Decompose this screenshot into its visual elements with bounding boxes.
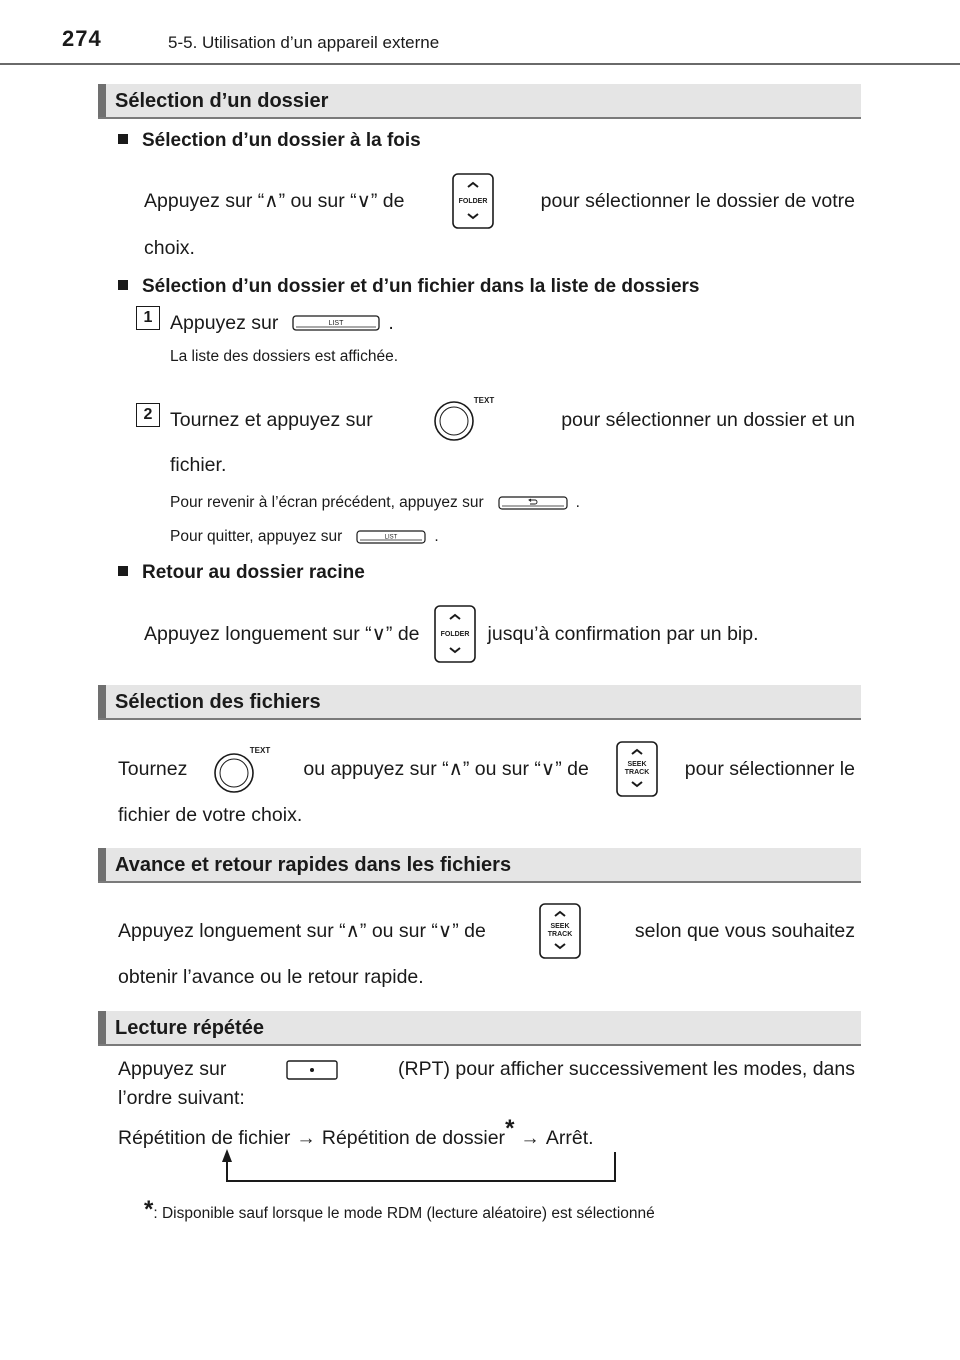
section-bar-repeat: Lecture répétée (98, 1011, 861, 1046)
paragraph: Appuyez longuement sur “∨” de FOLDER jus… (144, 604, 759, 664)
note-quit: Pour quitter, appuyez sur LIST . (170, 528, 439, 545)
bullet-square-icon (118, 134, 128, 144)
svg-text:TRACK: TRACK (625, 769, 650, 776)
step-number-1: 1 (136, 306, 160, 330)
subheading-root-folder: Retour au dossier racine (118, 562, 365, 584)
svg-text:TRACK: TRACK (548, 931, 573, 938)
paragraph: Tournez TEXT ou appuyez sur “∧” ou sur “… (118, 740, 855, 798)
step-1-text: Appuyez sur LIST . (170, 311, 394, 334)
folder-button-icon: FOLDER (450, 172, 496, 230)
page-number: 274 (62, 26, 102, 51)
section-bar-folder: Sélection d’un dossier (98, 84, 861, 119)
subheading-one-folder: Sélection d’un dossier à la fois (118, 130, 421, 152)
svg-text:TEXT: TEXT (250, 746, 271, 755)
rpt-button-icon (286, 1057, 338, 1081)
paragraph-continued: fichier de votre choix. (118, 804, 303, 826)
svg-text:LIST: LIST (329, 320, 345, 327)
section-title: Sélection des fichiers (115, 691, 321, 713)
subheading-folder-list: Sélection d’un dossier et d’un fichier d… (118, 276, 700, 298)
text-knob-icon: TEXT (432, 394, 502, 446)
section-bar-fast: Avance et retour rapides dans les fichie… (98, 848, 861, 883)
step-2-text-continued: fichier. (170, 454, 227, 476)
paragraph-continued: choix. (144, 237, 195, 259)
repeat-sequence: Répétition de fichier → Répétition de do… (118, 1115, 594, 1149)
header-rule (0, 63, 960, 65)
arrow-right-icon: → (296, 1126, 316, 1149)
footnote: * : Disponible sauf lorsque le mode RDM … (144, 1196, 655, 1223)
svg-text:TEXT: TEXT (474, 396, 495, 405)
svg-text:FOLDER: FOLDER (440, 631, 469, 638)
svg-text:SEEK: SEEK (627, 761, 646, 768)
folder-button-icon: FOLDER (432, 604, 478, 664)
arrow-right-icon: → (520, 1126, 540, 1149)
svg-text:FOLDER: FOLDER (458, 198, 487, 205)
note-back: Pour revenir à l’écran précédent, appuye… (170, 494, 580, 511)
text-knob-icon: TEXT (212, 741, 278, 797)
loop-back-arrow-icon (218, 1148, 618, 1188)
section-title: Sélection d’un dossier (115, 90, 329, 112)
section-bar-files: Sélection des fichiers (98, 685, 861, 720)
bullet-square-icon (118, 566, 128, 576)
footnote-marker: * (505, 1115, 515, 1142)
running-title: 5-5. Utilisation d’un appareil externe (168, 33, 440, 52)
list-button-icon: LIST (292, 314, 381, 332)
footnote-marker: * (144, 1196, 154, 1223)
seek-track-button-icon: SEEK TRACK (537, 902, 583, 960)
paragraph: Appuyez sur (RPT) pour afficher successi… (118, 1057, 855, 1081)
step-number-2: 2 (136, 403, 160, 427)
list-button-icon: LIST (356, 529, 426, 545)
paragraph-continued: obtenir l’avance ou le retour rapide. (118, 966, 424, 988)
back-button-icon (498, 495, 568, 511)
section-title: Avance et retour rapides dans les fichie… (115, 854, 512, 876)
seek-track-button-icon: SEEK TRACK (614, 740, 660, 798)
paragraph: Appuyez longuement sur “∧” ou sur “∨” de… (118, 902, 855, 960)
section-title: Lecture répétée (115, 1017, 264, 1039)
paragraph-continued: l’ordre suivant: (118, 1087, 245, 1109)
bullet-square-icon (118, 280, 128, 290)
svg-text:SEEK: SEEK (551, 923, 570, 930)
step-2-text: Tournez et appuyez sur TEXT pour sélecti… (170, 394, 855, 446)
paragraph: Appuyez sur “∧” ou sur “∨” de FOLDER pou… (144, 172, 855, 230)
svg-text:LIST: LIST (385, 535, 398, 541)
step-1-note: La liste des dossiers est affichée. (170, 348, 399, 365)
